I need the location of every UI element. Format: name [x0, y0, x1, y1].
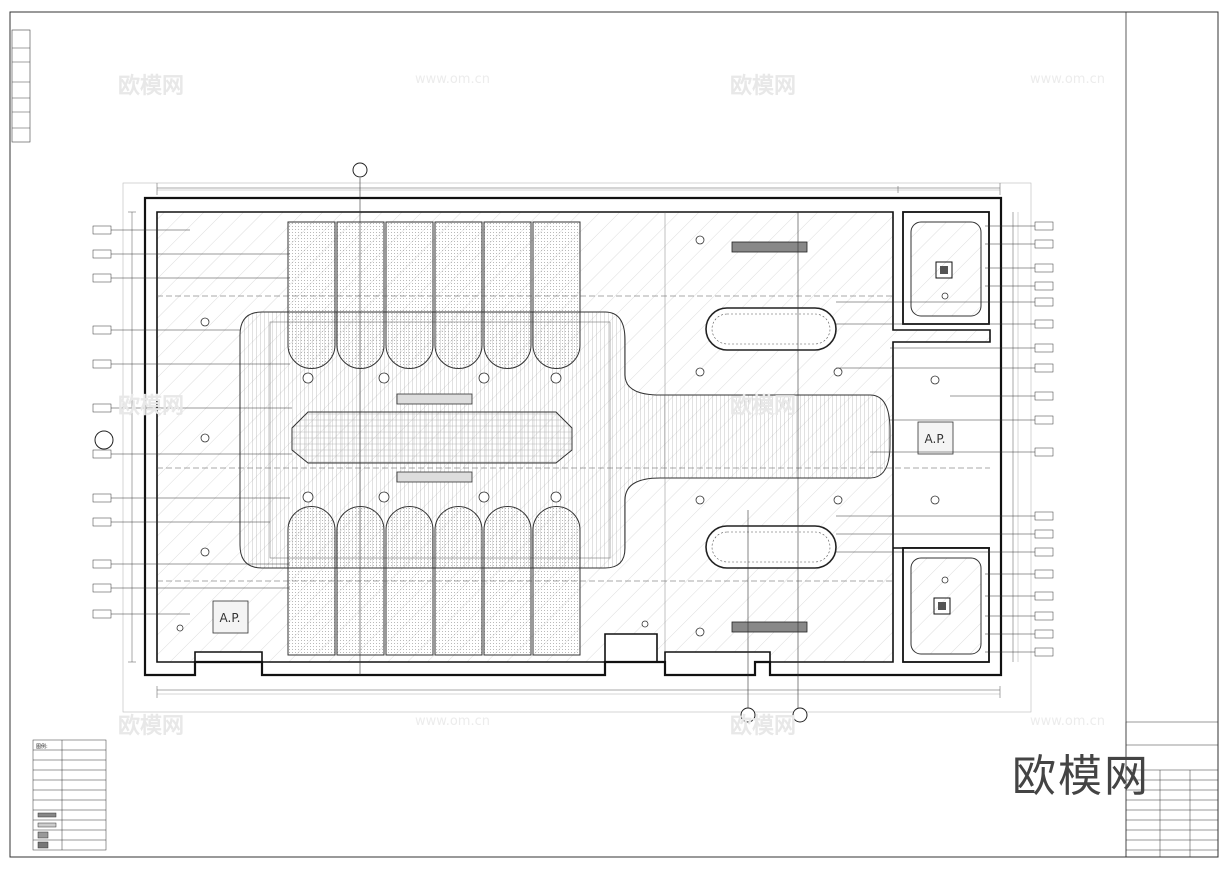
right-annotations — [836, 221, 1054, 657]
oval-island-top — [705, 307, 837, 351]
watermark-big: 欧模网 — [1012, 751, 1150, 802]
central-grid-panel — [291, 411, 573, 464]
ap-label-right: A.P. — [925, 432, 946, 446]
sheet-border — [9, 11, 1219, 858]
linear-vent-1 — [396, 393, 473, 405]
oval-island-bottom — [705, 525, 837, 569]
arched-panels-top — [287, 221, 581, 369]
legend-table — [32, 739, 107, 851]
section-marker-left — [94, 430, 114, 450]
section-marker-bottom-1 — [740, 707, 756, 723]
ap-box-left — [212, 600, 249, 634]
light-fixtures — [176, 235, 949, 637]
linear-vent-4 — [731, 621, 808, 633]
section-marker-top — [352, 162, 368, 178]
linear-vent-2 — [396, 471, 473, 483]
ap-label-left: A.P. — [220, 611, 241, 625]
left-annotations — [92, 225, 292, 619]
legend-title: 图例: — [36, 743, 48, 750]
section-marker-bottom-2 — [792, 707, 808, 723]
linear-vent-3 — [731, 241, 808, 253]
title-block — [1125, 721, 1219, 858]
ap-box-right — [917, 421, 954, 455]
